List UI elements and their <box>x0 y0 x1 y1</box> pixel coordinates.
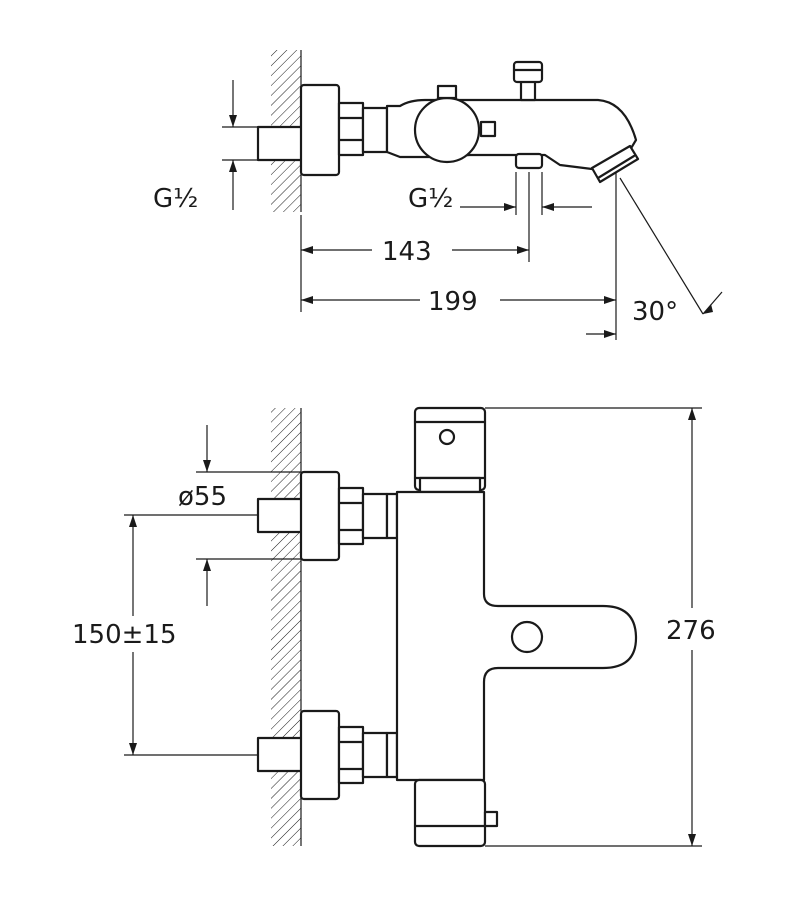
inlet-pipe-upper <box>256 497 304 534</box>
escutcheon-top <box>299 83 341 177</box>
top-handle-collar <box>418 476 482 494</box>
union-top <box>361 106 389 154</box>
escutcheon-upper <box>299 470 341 562</box>
collar-upper <box>385 492 399 540</box>
front-view: ø55 150±15 276 <box>72 406 716 848</box>
outlet-thread-label: G½ <box>408 184 453 214</box>
dim-143: 143 <box>382 237 432 267</box>
dim-199: 199 <box>428 287 478 317</box>
overall-height: 276 <box>666 616 716 646</box>
union-lower <box>361 731 389 779</box>
outlet-nipple-top <box>514 152 544 170</box>
bottom-handle <box>413 778 487 848</box>
union-upper <box>361 492 389 540</box>
diverter-knob <box>512 60 544 84</box>
knob-cap-top <box>436 84 458 100</box>
knob-side-pin <box>479 120 497 138</box>
escutcheon-lower <box>299 709 341 801</box>
inlet-pipe-top <box>256 125 304 162</box>
inlet-pipe-lower <box>256 736 304 773</box>
hex-nut-top <box>337 101 365 157</box>
collar-lower <box>385 731 399 779</box>
hex-nut-lower <box>337 725 365 785</box>
hex-nut-upper <box>337 486 365 546</box>
inlet-thread-label: G½ <box>153 184 198 214</box>
escutcheon-diameter: ø55 <box>178 482 227 512</box>
bottom-handle-pin <box>483 810 499 828</box>
temperature-knob-top <box>413 96 481 164</box>
wall-hatch-front <box>271 408 301 846</box>
outlet-hole-front <box>510 620 544 654</box>
top-view: G½ G½ 143 199 30° <box>153 50 723 340</box>
spout-angle: 30° <box>632 297 678 327</box>
top-handle-screw <box>438 428 456 446</box>
inlet-spacing: 150±15 <box>72 620 177 650</box>
